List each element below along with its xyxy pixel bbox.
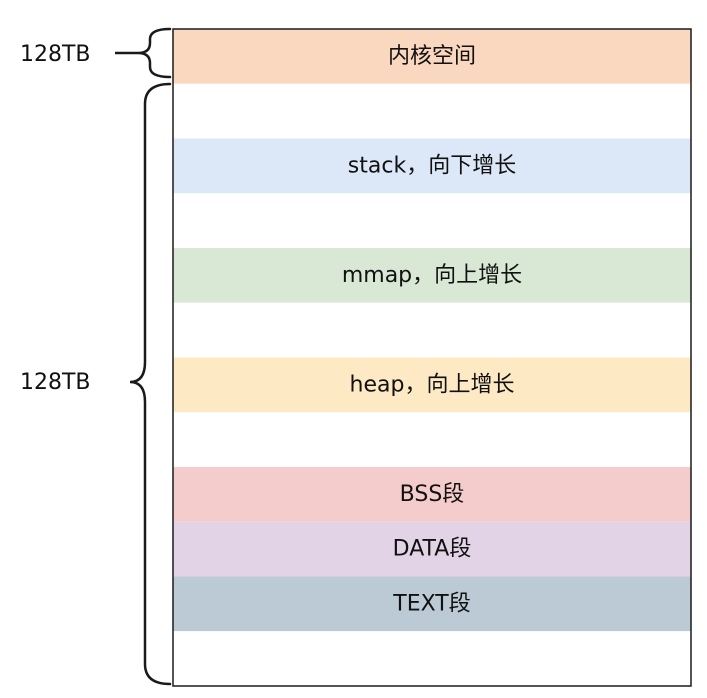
segment-label: 内核空间	[388, 44, 476, 69]
segment-mmap-向上增长	[173, 248, 691, 303]
memory-segments: 内核空间 stack，向下增长 mmap，向上增长 heap，向上增长 BSS段 DATA…	[172, 28, 692, 687]
segment-label: mmap，向上增长	[342, 263, 522, 288]
segment-label: TEXT段	[392, 591, 470, 616]
segment-label: heap，向上增长	[350, 372, 515, 397]
segment-gap-3	[173, 193, 691, 248]
segment-gap-11	[173, 631, 691, 686]
segment-heap-向上增长	[173, 357, 691, 413]
segment-text段	[173, 576, 691, 632]
kernel-space-brace	[137, 27, 172, 79]
segment-gap-1	[173, 83, 691, 139]
memory-column-border	[172, 28, 692, 687]
segment-stack-向下增长	[173, 138, 691, 194]
segment-gap-5	[173, 302, 691, 358]
segment-label: BSS段	[400, 482, 465, 507]
user-size-label: 128TB	[20, 370, 91, 395]
segment-bss段	[173, 467, 691, 522]
segment-label: stack，向下增长	[348, 153, 516, 178]
segment-label: DATA段	[393, 537, 472, 562]
user-space-brace	[129, 82, 172, 686]
segment-gap-7	[173, 412, 691, 467]
kernel-size-label: 128TB	[20, 42, 91, 67]
segment-data段	[173, 521, 691, 577]
segment-内核空间	[173, 29, 691, 84]
